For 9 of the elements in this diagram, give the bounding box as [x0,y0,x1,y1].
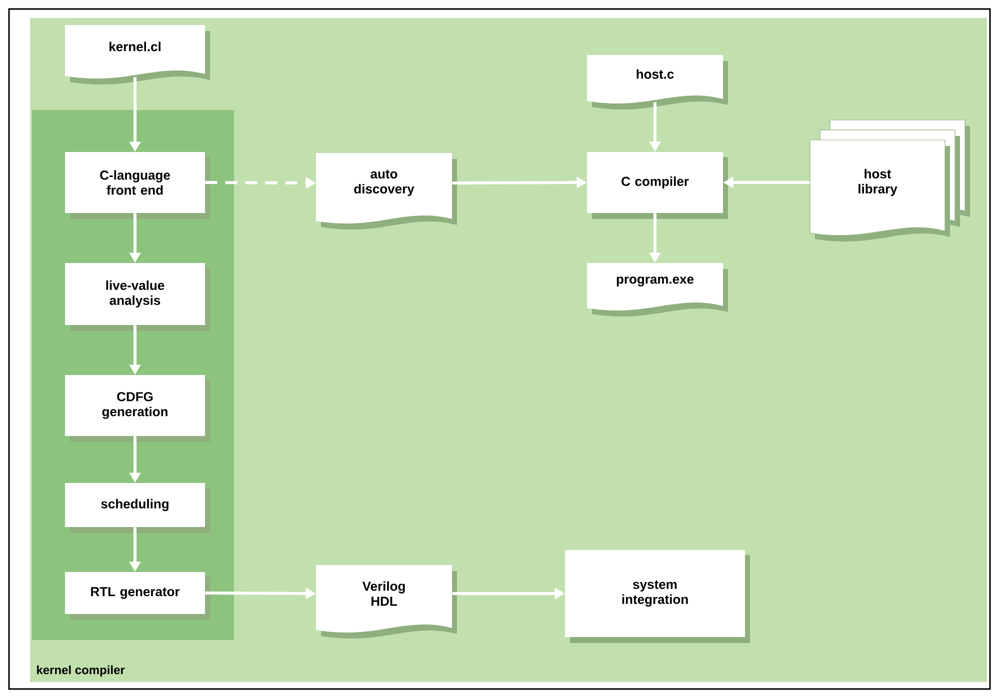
process-box: system integration [565,550,750,643]
process-box: C-language front end [65,152,210,219]
process-box: RTL generator [65,572,210,620]
process-box: CDFG generation [65,375,210,442]
document-stack: host library [810,120,970,242]
band-label: kernel compiler [37,665,125,677]
process-box: scheduling [65,482,210,533]
process-box: live-value analysis [65,262,210,331]
process-box: C compiler [587,152,728,219]
